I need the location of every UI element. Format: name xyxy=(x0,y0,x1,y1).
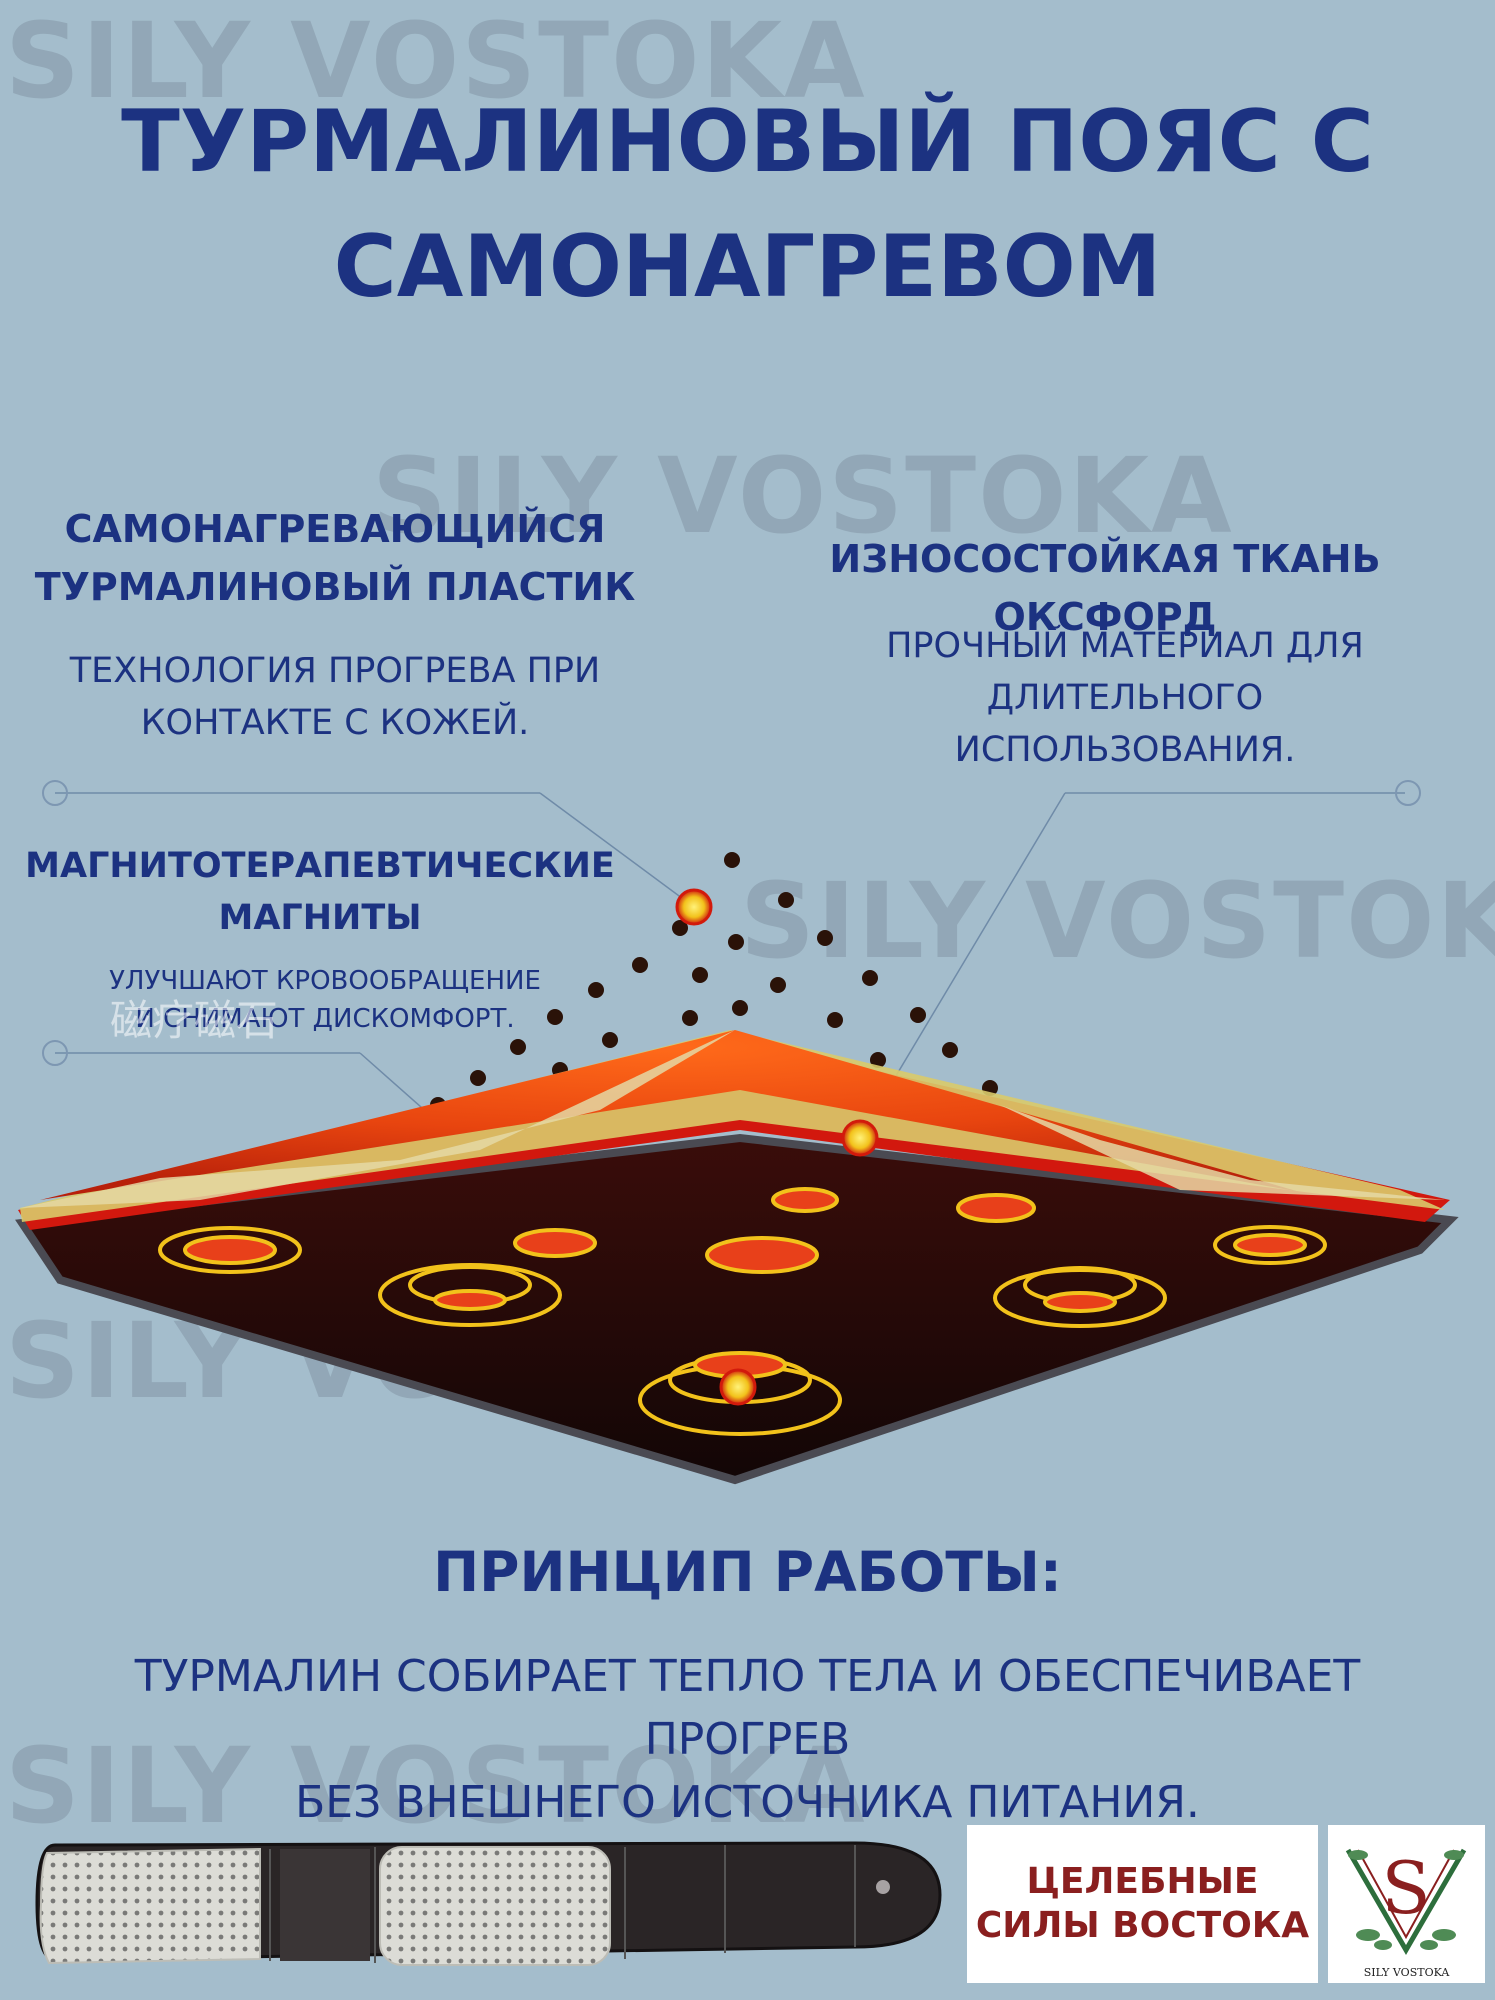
principle-text: ТУРМАЛИН СОБИРАЕТ ТЕПЛО ТЕЛА И ОБЕСПЕЧИВ… xyxy=(40,1645,1455,1834)
feature-magnets-text-line2: И СНИМАЮТ ДИСКОМФОРТ. xyxy=(135,1004,515,1034)
belt-product-image xyxy=(35,1841,942,1966)
callout-dot-heating xyxy=(675,888,713,926)
callout-dot-oxford xyxy=(841,1119,879,1157)
watermark-mid: SILY VOSTOKA xyxy=(372,435,1234,557)
magnet-ring xyxy=(956,1193,1036,1223)
belt-layers-illustration: 磁疗磁石 xyxy=(15,780,1459,1485)
right-flap xyxy=(1000,1105,1445,1200)
magnet-ring xyxy=(771,1187,839,1213)
magnet-ring xyxy=(513,1228,597,1258)
magnet-ring xyxy=(638,1351,842,1436)
leader-end-circle xyxy=(42,780,68,806)
feature-oxford-text-line1: ПРОЧНЫЙ МАТЕРИАЛ ДЛЯ xyxy=(886,626,1364,666)
feature-oxford-title: ИЗНОСОСТОЙКАЯ ТКАНЬ ОКСФОРД xyxy=(720,530,1490,646)
leader-end-circle xyxy=(1395,780,1421,806)
magnet-ring xyxy=(158,1226,302,1274)
logo-caption: SILY VOSTOKA xyxy=(1363,1966,1450,1979)
watermark-bottom: SILY VOSTOKA xyxy=(5,1725,867,1847)
feature-oxford-text-line2: ДЛИТЕЛЬНОГО xyxy=(986,678,1264,718)
callout-dot-magnets xyxy=(719,1368,757,1406)
feature-heating-text-line2: КОНТАКТЕ С КОЖЕЙ. xyxy=(140,703,530,743)
logo-emblem: S xyxy=(1345,1846,1467,1955)
magnet-ring xyxy=(705,1236,819,1274)
leader-end-circle xyxy=(42,1040,68,1066)
principle-title: ПРИНЦИП РАБОТЫ: xyxy=(433,1540,1062,1604)
page-title: ТУРМАЛИНОВЫЙ ПОЯС С САМОНАГРЕВОМ xyxy=(0,80,1495,330)
feature-heating-title: САМОНАГРЕВАЮЩИЙСЯ ТУРМАЛИНОВЫЙ ПЛАСТИК xyxy=(20,500,650,616)
brand-logo: S SILY VOSTOKA xyxy=(1328,1825,1485,1983)
magnet-ring xyxy=(378,1263,562,1327)
brand-line2: СИЛЫ ВОСТОКА xyxy=(975,1905,1310,1946)
feature-oxford-text: ПРОЧНЫЙ МАТЕРИАЛ ДЛЯ ДЛИТЕЛЬНОГО ИСПОЛЬЗ… xyxy=(760,620,1490,776)
brand-box: ЦЕЛЕБНЫЕ СИЛЫ ВОСТОКА xyxy=(967,1825,1318,1983)
logo-letter: S xyxy=(1381,1846,1430,1930)
page-title-line2: САМОНАГРЕВОМ xyxy=(333,217,1162,317)
feature-oxford-title-text: ИЗНОСОСТОЙКАЯ ТКАНЬ ОКСФОРД xyxy=(829,537,1381,639)
watermark-right: SILY VOSTOKA xyxy=(740,860,1495,982)
principle-text-line1: ТУРМАЛИН СОБИРАЕТ ТЕПЛО ТЕЛА И ОБЕСПЕЧИВ… xyxy=(134,1651,1361,1765)
page-title-line1: ТУРМАЛИНОВЫЙ ПОЯС С xyxy=(121,92,1374,192)
watermark-top: SILY VOSTOKA xyxy=(5,0,867,122)
feature-magnets-title-line1: МАГНИТОТЕРАПЕВТИЧЕСКИЕ xyxy=(25,846,615,886)
feature-oxford-text-line3: ИСПОЛЬЗОВАНИЯ. xyxy=(954,730,1296,770)
magnet-rings xyxy=(158,1187,1327,1436)
magnet-ring xyxy=(1213,1225,1327,1265)
feature-heating-text-line1: ТЕХНОЛОГИЯ ПРОГРЕВА ПРИ xyxy=(69,651,601,691)
principle-text-line2: БЕЗ ВНЕШНЕГО ИСТОЧНИКА ПИТАНИЯ. xyxy=(295,1777,1200,1828)
oxford-base-layer xyxy=(15,1133,1459,1485)
feature-magnets-title-line2: МАГНИТЫ xyxy=(218,898,422,938)
brand-line1: ЦЕЛЕБНЫЕ xyxy=(1026,1861,1259,1902)
feature-magnets-title: МАГНИТОТЕРАПЕВТИЧЕСКИЕ МАГНИТЫ xyxy=(20,840,620,944)
image-overlay-text: 磁疗磁石 xyxy=(110,996,278,1045)
feature-heating-text: ТЕХНОЛОГИЯ ПРОГРЕВА ПРИ КОНТАКТЕ С КОЖЕЙ… xyxy=(20,645,650,749)
feature-magnets-text: УЛУЧШАЮТ КРОВООБРАЩЕНИЕ И СНИМАЮТ ДИСКОМ… xyxy=(40,962,610,1038)
feature-heating-title-line1: САМОНАГРЕВАЮЩИЙСЯ xyxy=(64,507,606,551)
magnet-ring xyxy=(993,1266,1167,1328)
feature-heating-title-line2: ТУРМАЛИНОВЫЙ ПЛАСТИК xyxy=(34,565,636,609)
feature-magnets-text-line1: УЛУЧШАЮТ КРОВООБРАЩЕНИЕ xyxy=(109,966,541,996)
